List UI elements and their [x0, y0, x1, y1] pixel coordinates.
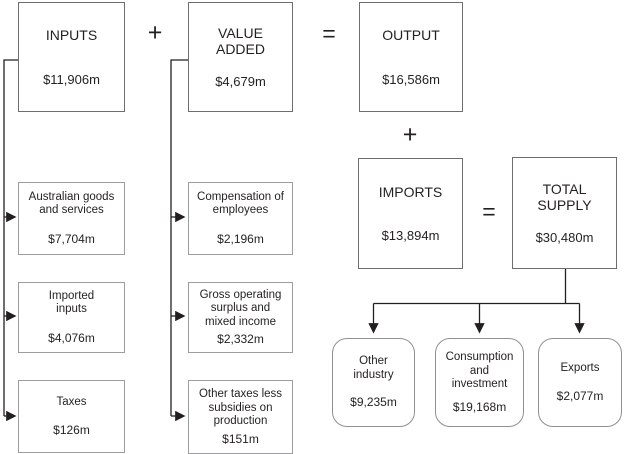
total-supply-tree-line [373, 269, 580, 305]
output-box: OUTPUT $16,586m [359, 2, 463, 112]
other-industry-value: $9,235m [350, 395, 397, 410]
total-supply-box: TOTAL SUPPLY $30,480m [512, 157, 617, 269]
imports-value: $13,894m [381, 228, 440, 244]
taxes-value: $126m [53, 423, 90, 438]
inputs-bracket-line [3, 59, 18, 416]
other-taxes-box: Other taxes less subsidies on production… [188, 380, 293, 454]
inputs-box: INPUTS $11,906m [18, 2, 125, 112]
plus-operator-output-imports: + [402, 120, 418, 149]
exports-value: $2,077m [556, 388, 604, 403]
australian-goods-label: Australian goods and services [28, 190, 115, 217]
imported-inputs-value: $4,076m [48, 330, 95, 345]
consumption-investment-value: $19,168m [452, 399, 507, 414]
imports-box: IMPORTS $13,894m [358, 158, 463, 269]
imported-inputs-box: Imported inputs $4,076m [18, 282, 125, 353]
taxes-label: Taxes [56, 395, 87, 408]
compensation-box: Compensation of employees $2,196m [188, 182, 293, 255]
exports-label: Exports [560, 362, 600, 375]
gross-operating-box: Gross operating surplus and mixed income… [188, 282, 293, 353]
compensation-value: $2,196m [217, 231, 264, 246]
australian-goods-box: Australian goods and services $7,704m [18, 182, 125, 255]
other-taxes-label: Other taxes less subsidies on production [198, 388, 283, 428]
inputs-label: INPUTS [45, 27, 98, 44]
consumption-investment-label: Consumption and investment [445, 351, 514, 391]
total-supply-label: TOTAL SUPPLY [537, 180, 592, 214]
imports-label: IMPORTS [378, 183, 443, 200]
value-added-value: $4,679m [215, 73, 266, 89]
value-added-bracket-line [170, 59, 188, 416]
compensation-label: Compensation of employees [197, 190, 284, 217]
inputs-value: $11,906m [43, 71, 100, 87]
output-value: $16,586m [382, 71, 440, 87]
gross-operating-label: Gross operating surplus and mixed income [199, 288, 282, 328]
imported-inputs-label: Imported inputs [48, 289, 95, 316]
equals-operator-output: = [322, 20, 336, 47]
other-industry-label: Other industry [353, 355, 394, 381]
exports-box: Exports $2,077m [538, 338, 622, 427]
consumption-investment-box: Consumption and investment $19,168m [435, 338, 524, 427]
output-label: OUTPUT [382, 27, 440, 44]
value-added-box: VALUE ADDED $4,679m [188, 2, 293, 112]
taxes-box: Taxes $126m [18, 380, 125, 453]
value-added-label: VALUE ADDED [215, 24, 265, 58]
total-supply-value: $30,480m [535, 229, 594, 245]
gross-operating-value: $2,332m [217, 332, 264, 347]
plus-operator-inputs-value-added: + [147, 18, 163, 47]
other-taxes-value: $151m [222, 431, 259, 446]
equals-operator-total-supply: = [482, 198, 496, 225]
other-industry-box: Other industry $9,235m [332, 338, 415, 427]
australian-goods-value: $7,704m [48, 231, 95, 246]
